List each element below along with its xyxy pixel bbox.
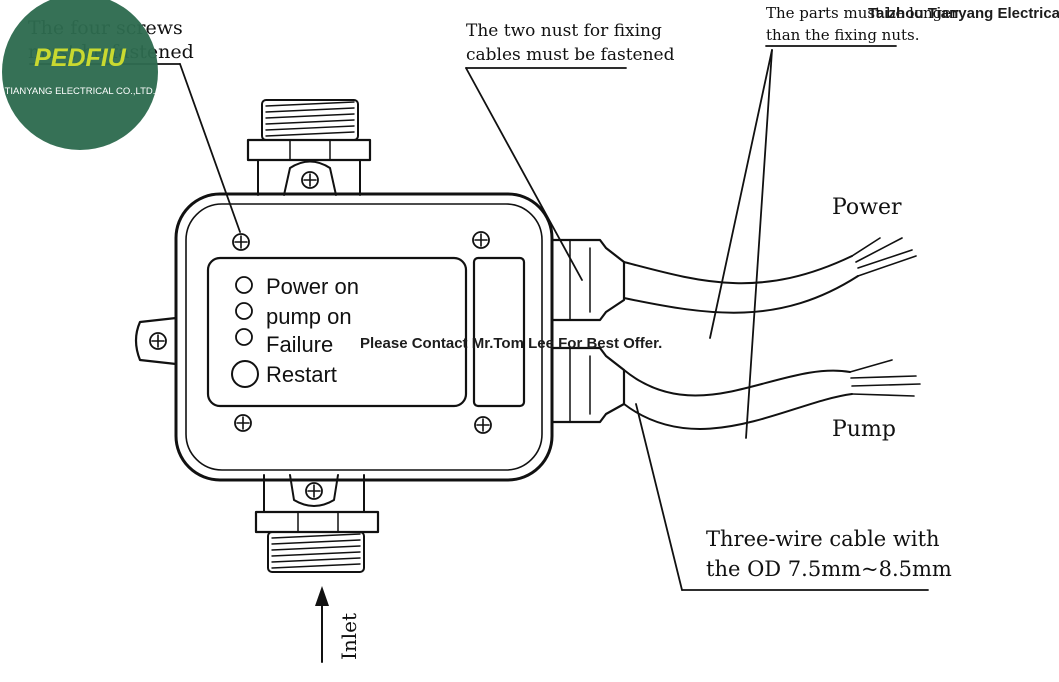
indicator-label-pump-on: pump on xyxy=(266,304,352,329)
callout-fixing-nuts-line2: cables must be fastened xyxy=(466,45,675,65)
screw-icon xyxy=(305,482,323,500)
power-cable xyxy=(623,237,917,314)
indicator-label-restart: Restart xyxy=(266,362,337,387)
controller-housing xyxy=(174,192,554,482)
leader-lines xyxy=(29,45,929,591)
screw-icon xyxy=(474,416,492,434)
lower-fitting xyxy=(254,474,380,573)
screw-icon xyxy=(149,332,167,350)
side-slot xyxy=(472,256,526,408)
cable-gland-lower xyxy=(550,346,626,424)
restart-button-icon[interactable] xyxy=(231,360,259,388)
logo-mark: PEDFIU xyxy=(34,44,127,72)
indicator-label-failure: Failure xyxy=(266,332,333,357)
callout-three-wire-line2: the OD 7.5mm~8.5mm xyxy=(706,557,952,581)
inlet-label: Inlet xyxy=(337,613,361,660)
led-icon xyxy=(235,302,253,320)
screw-icon xyxy=(301,171,319,189)
logo-subtitle: TIANYANG ELECTRICAL CO.,LTD. xyxy=(5,86,156,97)
callout-pump: Pump xyxy=(832,417,896,442)
screw-icon xyxy=(232,233,250,251)
indicator-label-power-on: Power on xyxy=(266,274,359,299)
arrow-up-icon xyxy=(315,586,329,663)
screw-icon xyxy=(472,231,490,249)
callout-fixing-nuts-line1: The two nust for fixing xyxy=(466,21,662,41)
cable-gland-upper xyxy=(550,238,626,322)
callout-power: Power xyxy=(832,195,902,220)
company-logo: PEDFIU TIANYANG ELECTRICAL CO.,LTD. xyxy=(2,0,158,150)
display-panel xyxy=(206,256,468,408)
contact-watermark: Please Contact Mr.Tom Lee For Best Offer… xyxy=(360,335,662,352)
led-icon xyxy=(235,328,253,346)
screw-icon xyxy=(234,414,252,432)
led-icon xyxy=(235,276,253,294)
callout-longer-parts-line1: The parts must be longer xyxy=(766,4,959,22)
callout-three-wire-line1: Three-wire cable with xyxy=(706,527,940,551)
company-watermark: Taizhou Tianyang Electrical Co.,LTD xyxy=(868,5,1059,22)
callout-longer-parts-line2: than the fixing nuts. xyxy=(766,26,920,44)
pump-cable xyxy=(623,359,921,430)
left-mount-tab xyxy=(134,316,178,366)
upper-fitting xyxy=(246,99,372,196)
